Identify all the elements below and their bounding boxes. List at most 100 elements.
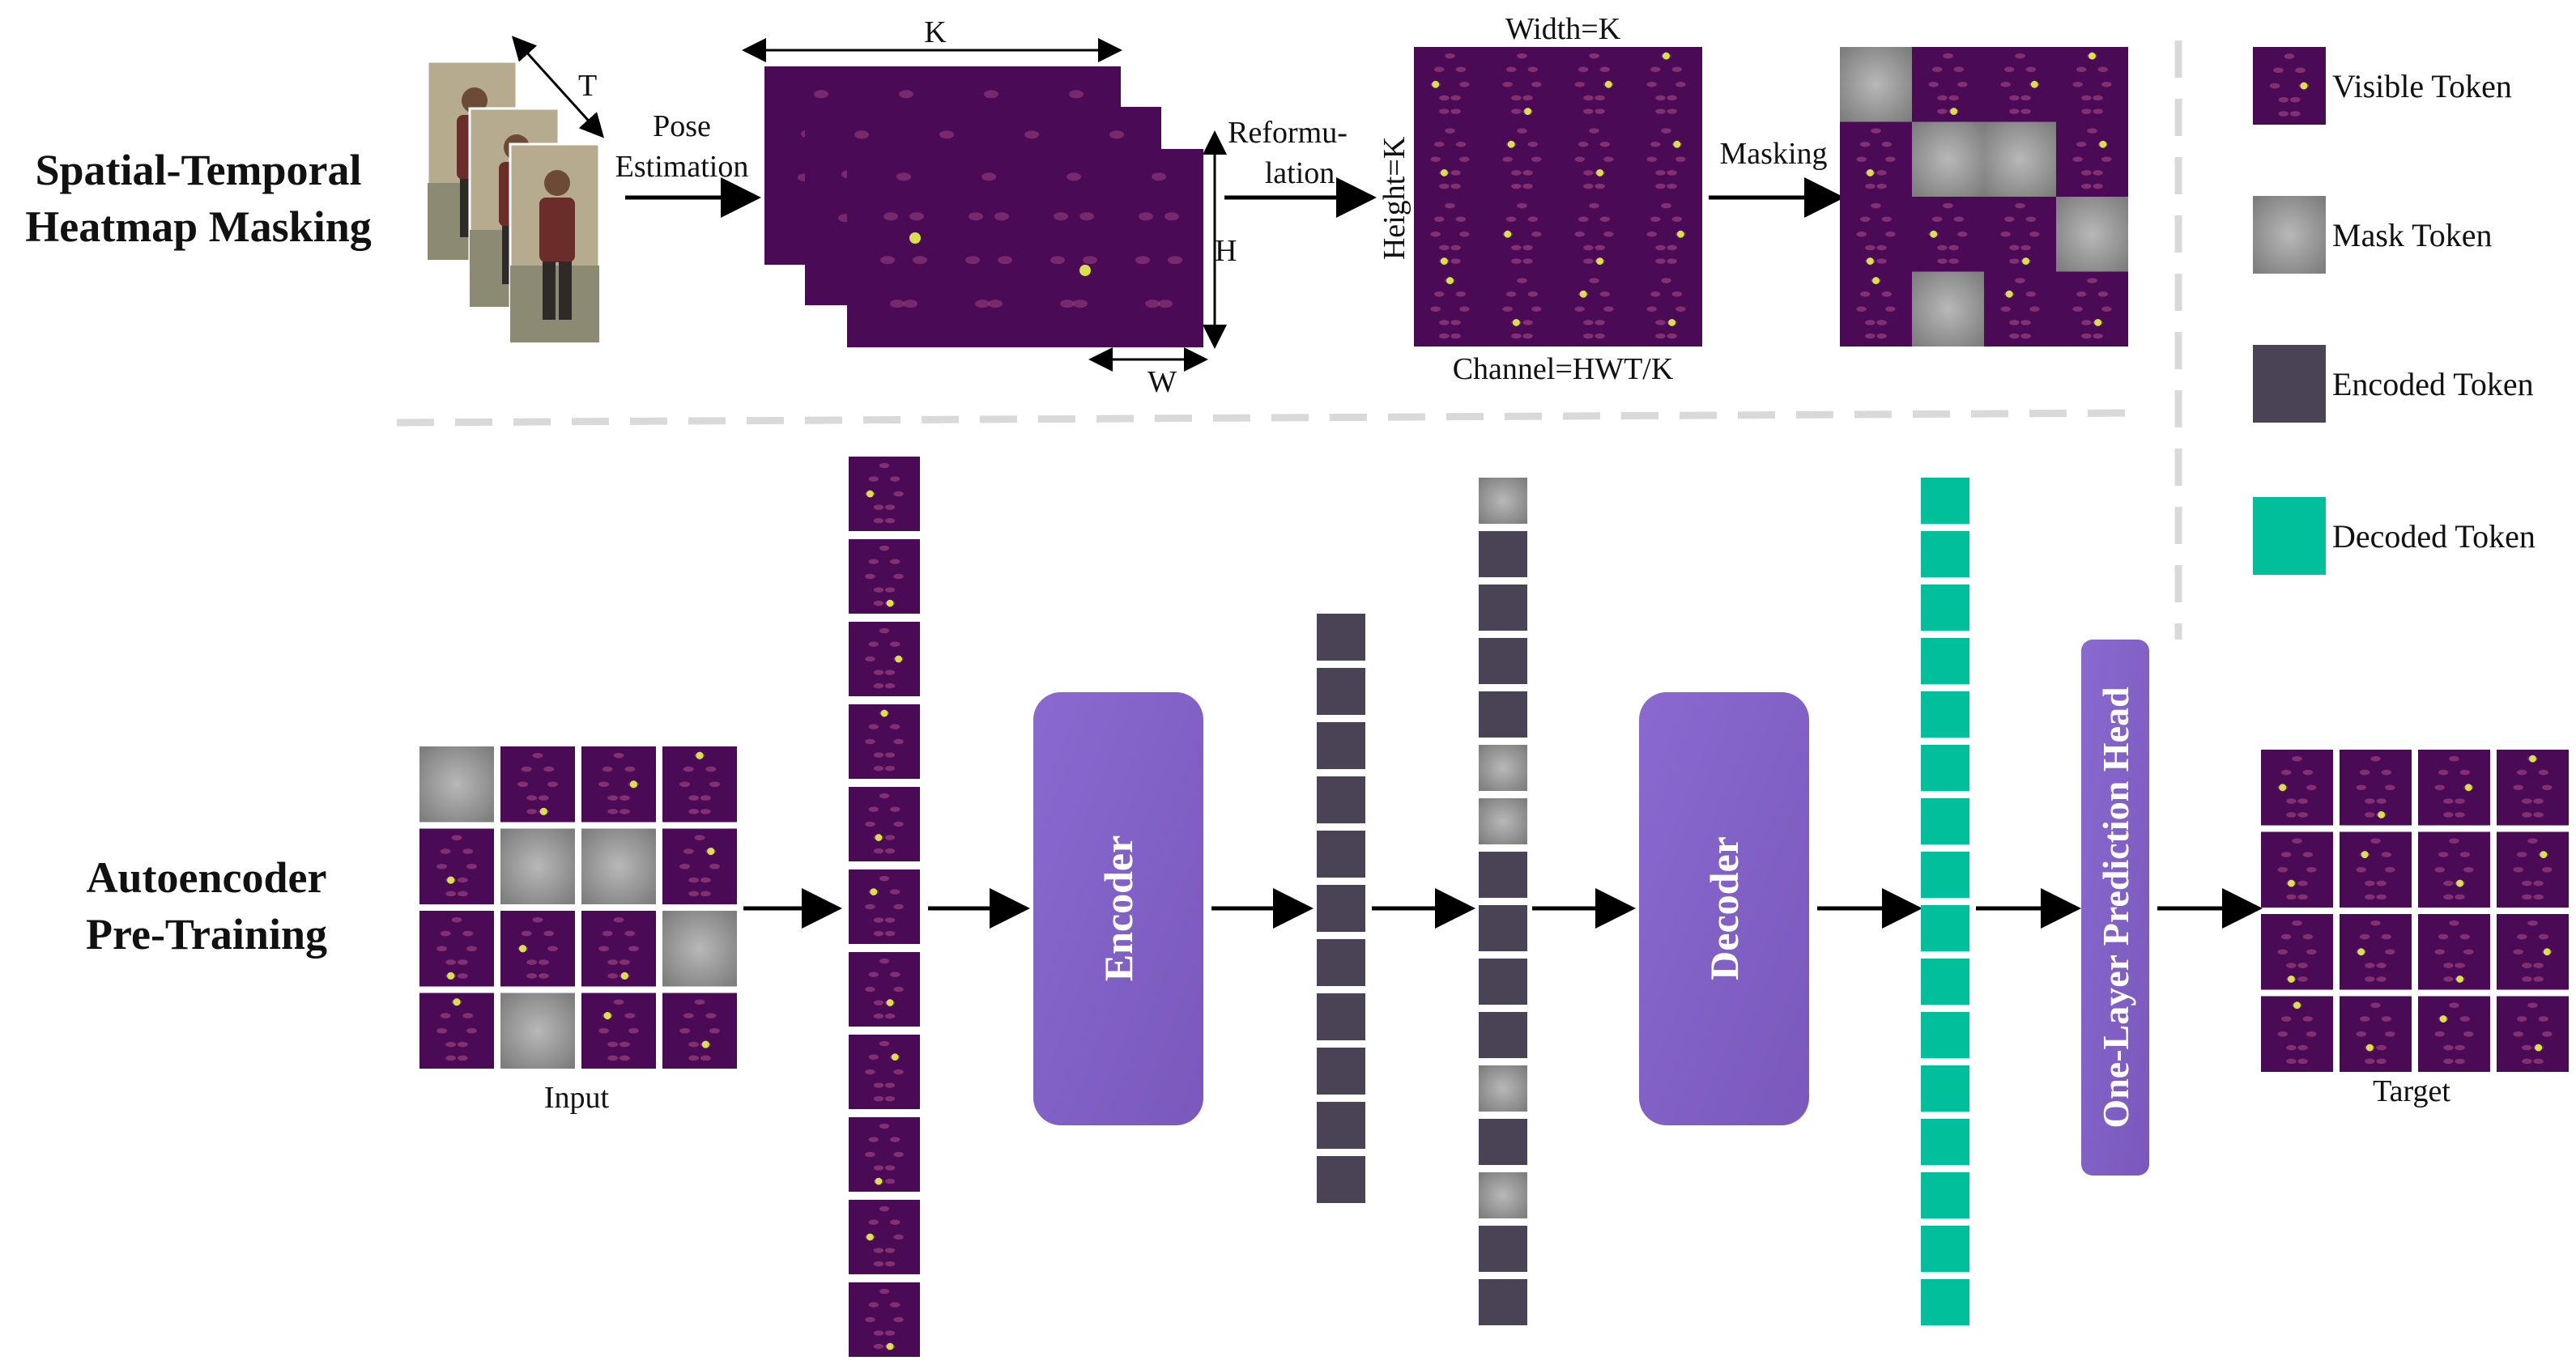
legend-swatch-encoded <box>2253 345 2326 423</box>
t-axis-arrow <box>511 36 605 138</box>
masked-visible-token <box>2056 271 2128 347</box>
input-visible-token <box>581 746 656 823</box>
decoder-block <box>1639 692 1809 1125</box>
input-mask-token <box>419 746 494 823</box>
combined-token-column <box>1479 478 1527 1325</box>
legend-label-decoded: Decoded Token <box>2332 518 2536 555</box>
reform-visible-token <box>1414 121 1486 197</box>
visible-column-visible-token <box>849 1117 920 1192</box>
reformulation-label-line2: lation <box>1265 156 1335 190</box>
target-visible-token <box>2418 996 2490 1072</box>
encoded-column-encoded-token <box>1317 668 1365 715</box>
input-visible-token <box>662 746 737 823</box>
combined-column-encoded-token <box>1479 959 1527 1005</box>
masked-visible-token <box>1840 121 1912 197</box>
decoded-column-decoded-token <box>1921 959 1969 1005</box>
target-visible-token <box>2418 914 2490 990</box>
masked-visible-token <box>1840 197 1912 272</box>
target-visible-token <box>2497 831 2569 908</box>
top-section-title-line2: Heatmap Masking <box>25 202 372 251</box>
target-visible-token <box>2497 750 2569 826</box>
encoded-token-column <box>1317 614 1365 1203</box>
masked-mask-token <box>1912 121 1984 197</box>
reform-visible-token <box>1414 271 1486 347</box>
input-visible-token <box>581 993 656 1069</box>
encoded-column-encoded-token <box>1317 776 1365 823</box>
heatmap-stack <box>764 66 1203 347</box>
input-mask-token <box>581 828 656 904</box>
decoded-column-decoded-token <box>1921 1065 1969 1112</box>
encoder-label: Encoder <box>1096 835 1141 982</box>
legend-label-mask: Mask Token <box>2332 217 2493 253</box>
legend-swatch-mask <box>2253 196 2326 274</box>
reform-visible-token <box>1630 271 1702 347</box>
k-dimension-label: K <box>924 15 947 49</box>
reform-visible-token <box>1630 121 1702 197</box>
decoded-column-decoded-token <box>1921 1012 1969 1058</box>
visible-column-visible-token <box>849 704 920 779</box>
reform-visible-token <box>1486 271 1558 347</box>
combined-column-encoded-token <box>1479 1012 1527 1058</box>
masked-visible-token <box>2056 121 2128 197</box>
reform-visible-token <box>1486 197 1558 272</box>
combined-column-mask-token <box>1479 798 1527 844</box>
decoded-column-decoded-token <box>1921 478 1969 524</box>
combined-column-encoded-token <box>1479 531 1527 577</box>
encoded-column-encoded-token <box>1317 993 1365 1040</box>
bottom-section-title-line1: Autoencoder <box>87 853 327 902</box>
legend-label-encoded: Encoded Token <box>2332 366 2534 402</box>
input-mask-token <box>500 993 575 1069</box>
masked-visible-token <box>1912 197 1984 272</box>
target-visible-token <box>2261 750 2333 826</box>
visible-column-visible-token <box>849 1035 920 1109</box>
input-visible-token <box>662 828 737 904</box>
pose-label-line2: Estimation <box>615 150 749 184</box>
combined-column-encoded-token <box>1479 1119 1527 1165</box>
visible-column-visible-token <box>849 1282 920 1357</box>
visible-column-visible-token <box>849 1200 920 1274</box>
encoded-column-encoded-token <box>1317 1156 1365 1203</box>
prediction-head-label: One-Layer Prediction Head <box>2095 687 2136 1129</box>
bottom-section-title-line2: Pre-Training <box>86 910 327 959</box>
masked-visible-token <box>1840 271 1912 347</box>
t-axis-label: T <box>578 69 597 103</box>
reform-visible-token <box>1558 271 1630 347</box>
reform-visible-token <box>1486 47 1558 122</box>
target-visible-token <box>2418 831 2490 908</box>
video-frames <box>426 60 601 344</box>
masked-mask-token <box>1840 47 1912 122</box>
encoded-column-encoded-token <box>1317 831 1365 878</box>
decoded-column-decoded-token <box>1921 585 1969 631</box>
reform-visible-token <box>1486 121 1558 197</box>
combined-column-encoded-token <box>1479 691 1527 738</box>
decoded-column-decoded-token <box>1921 1172 1969 1218</box>
visible-column-visible-token <box>849 622 920 696</box>
horizontal-divider <box>396 409 2147 427</box>
input-visible-token <box>662 993 737 1069</box>
combined-column-mask-token <box>1479 1172 1527 1218</box>
visible-token-column <box>849 457 920 1357</box>
encoded-column-encoded-token <box>1317 939 1365 986</box>
h-dimension-label: H <box>1215 234 1237 268</box>
masking-label: Masking <box>1720 137 1828 171</box>
decoded-column-decoded-token <box>1921 852 1969 898</box>
visible-column-visible-token <box>849 869 920 944</box>
masked-mask-token <box>2056 197 2128 272</box>
masked-visible-token <box>2056 47 2128 122</box>
target-visible-token <box>2418 750 2490 826</box>
decoded-column-decoded-token <box>1921 1226 1969 1272</box>
encoded-column-encoded-token <box>1317 1048 1365 1095</box>
visible-column-visible-token <box>849 787 920 861</box>
target-visible-token <box>2340 750 2412 826</box>
encoder-block <box>1033 692 1203 1125</box>
decoded-column-decoded-token <box>1921 745 1969 791</box>
reform-visible-token <box>1558 47 1630 122</box>
target-visible-token <box>2340 996 2412 1072</box>
video-frame <box>509 142 601 344</box>
decoded-column-decoded-token <box>1921 638 1969 684</box>
target-visible-token <box>2340 831 2412 908</box>
grid-height-label: Height=K <box>1377 136 1411 260</box>
masked-mask-token <box>1984 121 2056 197</box>
